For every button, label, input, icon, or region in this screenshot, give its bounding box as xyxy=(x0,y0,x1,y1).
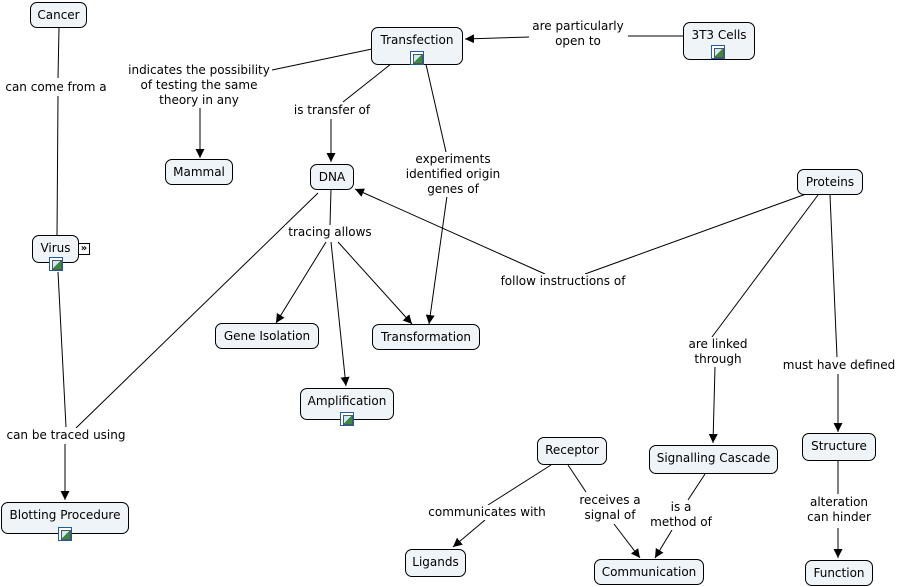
edge-receives-communication xyxy=(613,523,641,559)
link-must-have-defined: must have defined xyxy=(779,358,898,373)
concept-label: Gene Isolation xyxy=(223,329,311,343)
edge-experiments-transformation xyxy=(425,195,448,325)
edge-label-transfection xyxy=(464,34,531,44)
concept-label: Virus xyxy=(40,241,71,255)
concept-label: Ligands xyxy=(412,555,459,569)
edge-signalling-isa xyxy=(687,473,706,501)
link-line: theory in any xyxy=(159,93,239,107)
link-line: can hinder xyxy=(807,510,871,524)
concept-label: Transfection xyxy=(380,33,454,47)
link-follow-instructions-of: follow instructions of xyxy=(497,274,629,289)
concept-ligands[interactable]: Ligands xyxy=(405,549,466,577)
link-line: through xyxy=(694,352,742,366)
link-line: genes of xyxy=(427,182,479,196)
link-are-linked-through: are linked through xyxy=(682,337,754,367)
concept-label: Structure xyxy=(811,439,867,453)
concept-proteins[interactable]: Proteins xyxy=(797,169,863,195)
edge-virus-canbetraced xyxy=(57,271,67,428)
link-line: tracing allows xyxy=(288,225,372,239)
link-line: must have defined xyxy=(782,358,896,372)
link-can-be-traced-using: can be traced using xyxy=(3,428,129,443)
concept-gene-isolation[interactable]: Gene Isolation xyxy=(215,323,319,349)
link-line: is a xyxy=(670,500,692,514)
edge-tracing-geneisolation xyxy=(275,241,327,324)
link-line: method of xyxy=(650,515,712,529)
link-line: is transfer of xyxy=(293,103,371,117)
link-communicates-with: communicates with xyxy=(425,505,549,520)
concept-function[interactable]: Function xyxy=(805,560,873,586)
edge-tracing-transformation xyxy=(337,241,413,325)
concept-label: Function xyxy=(813,566,865,580)
edge-transfection-istransfer xyxy=(342,59,397,103)
edge-dna-tracing xyxy=(329,188,332,226)
concept-label: Transformation xyxy=(380,330,472,344)
concept-communication[interactable]: Communication xyxy=(594,559,704,585)
link-is-transfer-of: is transfer of xyxy=(290,103,374,118)
edge-communicates-ligands xyxy=(452,519,486,548)
edge-receptor-receives xyxy=(567,464,587,493)
edge-tracing-amplification xyxy=(330,241,350,387)
link-line: are particularly xyxy=(532,19,624,33)
concept-label: Mammal xyxy=(173,165,225,179)
link-line: can be traced using xyxy=(6,428,126,442)
edge-dna-canbetraced xyxy=(75,192,319,429)
link-line: follow instructions of xyxy=(500,274,626,288)
concept-label: Receptor xyxy=(545,443,599,457)
link-is-a-method-of: is a method of xyxy=(646,500,716,530)
link-line: indicates the possibility xyxy=(128,63,270,77)
link-line: open to xyxy=(555,34,601,48)
link-alteration-can-hinder: alteration can hinder xyxy=(803,495,875,525)
concept-transformation[interactable]: Transformation xyxy=(372,324,480,350)
link-line: identified origin xyxy=(405,167,501,181)
link-line: of testing the same xyxy=(140,78,258,92)
edge-isa-communication xyxy=(654,529,673,559)
image-resource-icon[interactable] xyxy=(410,51,424,65)
concept-label: Proteins xyxy=(805,175,855,189)
concept-structure[interactable]: Structure xyxy=(802,433,876,461)
concept-dna[interactable]: DNA xyxy=(310,164,354,190)
link-receives-a-signal-of: receives a signal of xyxy=(575,493,645,523)
concept-label: Communication xyxy=(601,565,697,579)
concept-label: DNA xyxy=(318,170,346,184)
edge-receptor-communicates xyxy=(487,464,552,506)
concept-label: Blotting Procedure xyxy=(9,508,121,522)
link-line: signal of xyxy=(584,508,636,522)
link-line: are linked xyxy=(688,337,748,351)
concept-signalling-cascade[interactable]: Signalling Cascade xyxy=(649,445,778,474)
link-line: can come from a xyxy=(5,80,107,94)
link-experiments-identified: experiments identified origin genes of xyxy=(403,152,503,197)
edge-transfection-indicates xyxy=(271,48,373,71)
edge-follow-dna xyxy=(354,188,546,275)
concept-receptor[interactable]: Receptor xyxy=(537,437,607,465)
edge-proteins-follow xyxy=(584,193,807,275)
concept-mammal[interactable]: Mammal xyxy=(165,159,233,185)
link-tracing-allows: tracing allows xyxy=(285,225,375,240)
image-resource-icon[interactable] xyxy=(58,527,72,541)
link-can-come-from-a: can come from a xyxy=(3,80,109,95)
link-line: receives a xyxy=(579,493,641,507)
image-resource-icon[interactable] xyxy=(49,257,63,271)
link-indicates-possibility: indicates the possibility of testing the… xyxy=(126,63,272,108)
concept-label: 3T3 Cells xyxy=(691,28,747,42)
edge-label-virus xyxy=(56,95,59,237)
concept-label: Cancer xyxy=(37,8,80,22)
edge-transfection-experiments xyxy=(424,59,447,153)
concept-amplification[interactable]: Amplification xyxy=(300,388,394,420)
link-line: communicates with xyxy=(428,505,546,519)
link-line: alteration xyxy=(809,495,869,509)
edge-cancer-label xyxy=(57,27,60,79)
edge-proteins-linked xyxy=(711,194,819,338)
concept-label: Amplification xyxy=(307,394,387,408)
link-are-particularly-open-to: are particularly open to xyxy=(529,19,627,49)
image-resource-icon[interactable] xyxy=(711,45,725,59)
concept-label: Signalling Cascade xyxy=(656,451,771,465)
concept-cancer[interactable]: Cancer xyxy=(30,2,87,28)
image-resource-icon[interactable] xyxy=(340,412,354,426)
link-line: experiments xyxy=(415,152,491,166)
expand-icon[interactable]: » xyxy=(78,243,90,255)
edge-linked-signalling xyxy=(708,366,718,444)
edge-proteins-musthave xyxy=(829,194,838,358)
